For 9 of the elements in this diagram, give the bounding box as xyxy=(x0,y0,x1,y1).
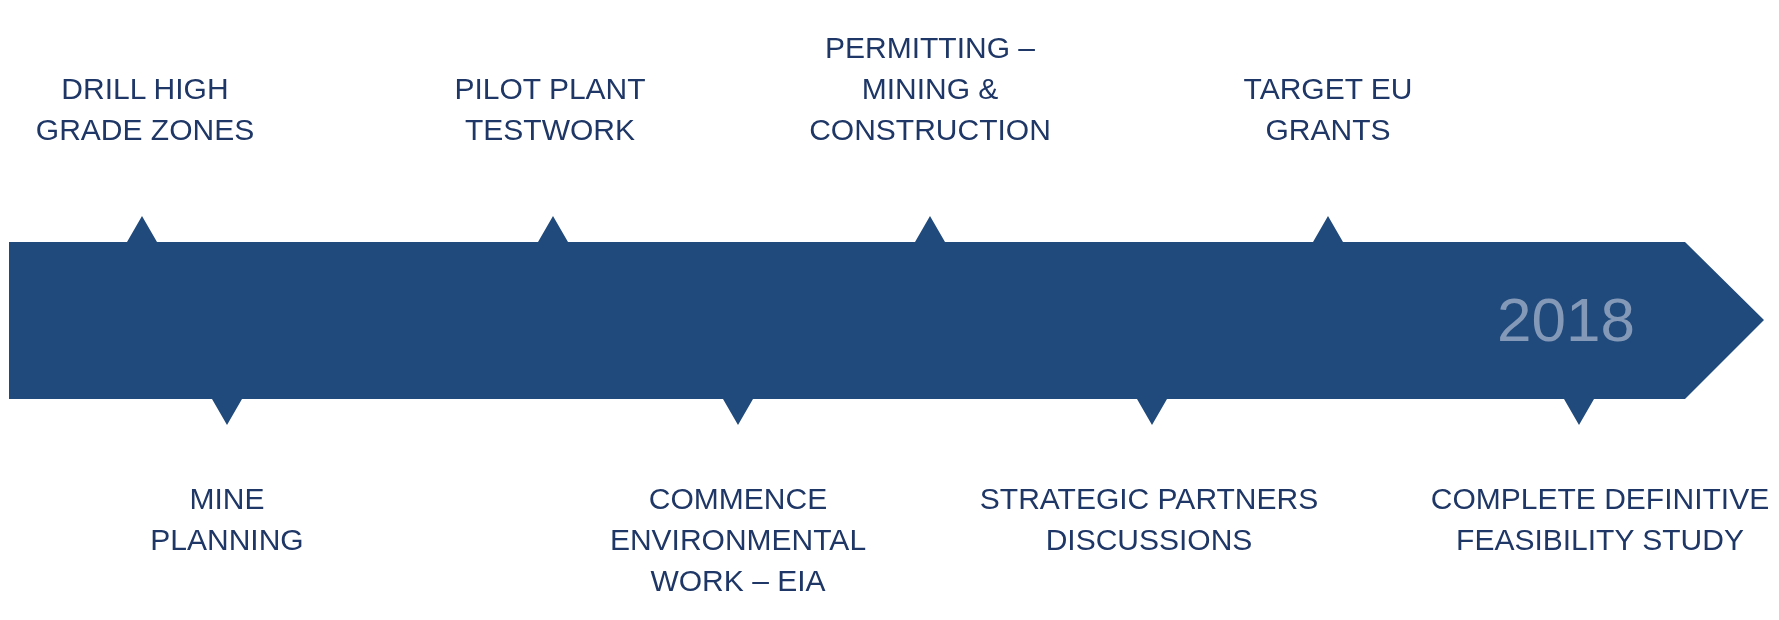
year-label: 2018 xyxy=(1497,285,1635,355)
milestone-label: DRILL HIGH GRADE ZONES xyxy=(34,71,256,148)
milestone-label: PERMITTING – MINING & CONSTRUCTION xyxy=(808,30,1052,148)
milestone-label: PILOT PLANT TESTWORK xyxy=(453,71,647,148)
milestone-label: TARGET EU GRANTS xyxy=(1242,71,1414,148)
milestone-label: STRATEGIC PARTNERS DISCUSSIONS xyxy=(978,481,1320,558)
milestone-label: MINE PLANNING xyxy=(149,481,305,558)
milestone-label: COMMENCE ENVIRONMENTAL WORK – EIA xyxy=(608,481,868,599)
milestone-label: COMPLETE DEFINITIVE FEASIBILITY STUDY xyxy=(1429,481,1771,558)
